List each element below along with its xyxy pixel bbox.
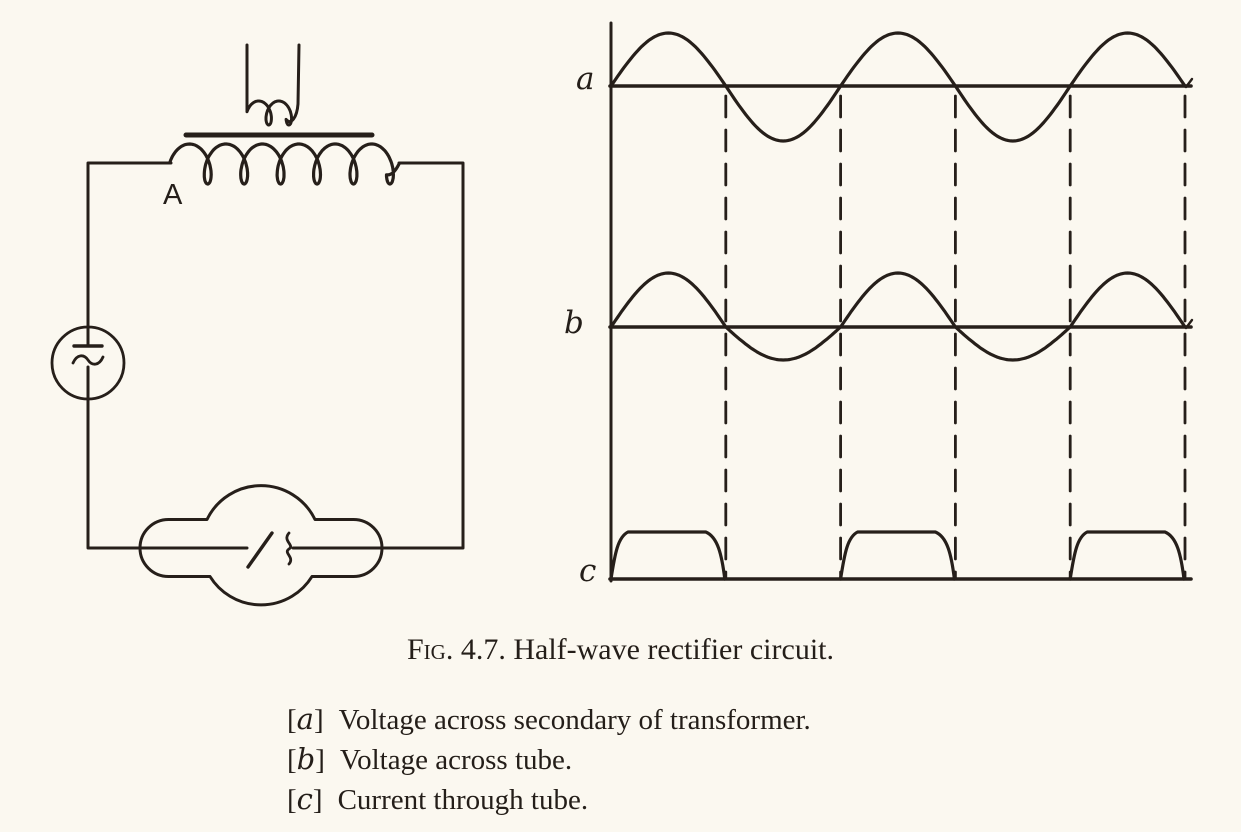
- legend-row-b: [b] Voltage across tube.: [287, 740, 811, 780]
- ac-source-circle: [50, 325, 126, 401]
- trace-a-secondary-voltage: [609, 31, 1187, 143]
- axis-a-end-tick: [1184, 77, 1194, 89]
- ac-source-tilde-icon: [71, 354, 105, 366]
- legend-text-a: Voltage across secondary of transformer.: [338, 704, 811, 736]
- bracket-close: ]: [313, 704, 324, 736]
- transformer-primary-coil: [245, 43, 301, 127]
- legend-row-c: [c] Current through tube.: [287, 780, 811, 820]
- legend-key-b: b: [296, 742, 316, 776]
- legend-key-c: c: [296, 782, 313, 816]
- bracket-close: ]: [312, 784, 323, 816]
- caption-fig-abbrev: Fig.: [407, 633, 454, 666]
- tube-plate: [246, 531, 274, 569]
- axis-b-end-tick: [1184, 318, 1194, 330]
- caption-number: 4.7.: [460, 633, 506, 666]
- bracket-close: ]: [315, 744, 325, 776]
- legend-row-a: [a] Voltage across secondary of transform…: [287, 700, 811, 740]
- waveform-a-label: a: [576, 61, 595, 97]
- figure-legend: [a]Voltage across secondary of transform…: [287, 700, 811, 820]
- waveform-c-label: c: [579, 553, 597, 589]
- bracket-open: [: [287, 784, 297, 816]
- wire-right: [291, 161, 465, 550]
- legend-text-b: Voltage across tube.: [339, 744, 573, 776]
- wire-top-left: [86, 161, 173, 348]
- waveform-traces: [608, 21, 1194, 583]
- waveform-b-label: b: [564, 305, 584, 341]
- transformer-secondary-coil: [168, 142, 401, 186]
- bracket-open: [: [287, 744, 297, 776]
- caption-title: Half-wave rectifier circuit.: [513, 633, 834, 666]
- figure-caption: Fig. 4.7. Half-wave rectifier circuit.: [0, 633, 1241, 666]
- legend-text-c: Current through tube.: [337, 784, 589, 816]
- wire-bottom-left: [86, 365, 249, 550]
- trace-c-tube-current-pulses: [609, 530, 1186, 581]
- bracket-open: [: [287, 704, 297, 736]
- transformer-terminal-label: A: [163, 179, 183, 211]
- legend-key-a: a: [296, 702, 314, 736]
- tube-filament-icon: [285, 531, 293, 566]
- trace-b-tube-voltage: [609, 271, 1187, 362]
